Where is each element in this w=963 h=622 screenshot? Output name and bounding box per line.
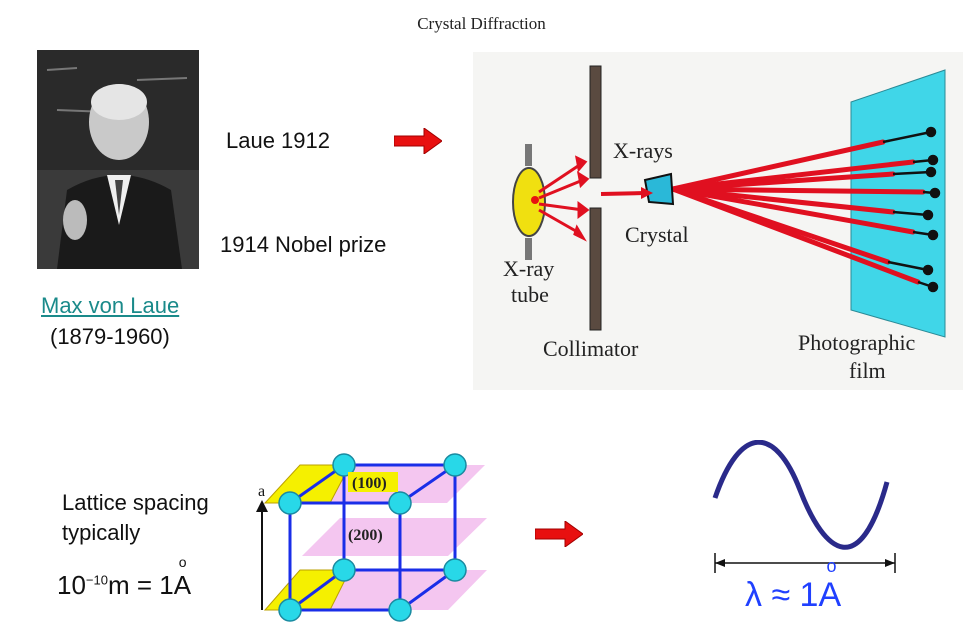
collimator-bottom xyxy=(589,207,602,331)
film-spots xyxy=(882,126,941,293)
lattice-text-line1: Lattice spacing xyxy=(62,490,209,515)
cube-edges xyxy=(285,463,460,612)
collimator-top xyxy=(589,65,602,179)
lattice-text-line2: typically xyxy=(62,520,141,545)
angstrom-letter: A xyxy=(173,570,192,600)
lambda-approx: λ ≈ 1 xyxy=(745,576,819,614)
angstrom-ring: o xyxy=(178,554,187,570)
laue-year-label: Laue 1912 xyxy=(226,128,330,153)
film-label-line2: film xyxy=(849,358,886,383)
nobel-label: 1914 Nobel prize xyxy=(220,232,387,257)
equation-exponent: −10 xyxy=(85,572,108,588)
person-years: (1879-1960) xyxy=(50,324,170,349)
arrow-right-icon xyxy=(394,128,442,154)
person-name-link[interactable]: Max von Laue xyxy=(41,293,180,318)
film-label: Photographic film xyxy=(798,330,921,383)
plane-label-100: (100) xyxy=(352,475,387,492)
laue-apparatus-diagram: X-rays Crystal X-ray tube Collimator Pho… xyxy=(473,52,963,390)
arrow-right-icon xyxy=(535,521,583,547)
diffracted-rays xyxy=(670,139,926,285)
xray-tube xyxy=(512,144,546,260)
crystal-label: Crystal xyxy=(625,222,689,247)
equation-base: 10 xyxy=(57,570,86,600)
lattice-cube-diagram: a (100) (200) xyxy=(256,453,487,622)
portrait-photo xyxy=(37,50,199,269)
xray-tube-label-line1: X-ray xyxy=(503,256,554,281)
photographic-film xyxy=(850,69,946,338)
xray-tube-label: X-ray tube xyxy=(503,256,560,307)
xrays-label: X-rays xyxy=(613,138,673,163)
plane-label-200: (200) xyxy=(348,527,383,544)
page-title: Crystal Diffraction xyxy=(417,14,546,33)
xray-tube-label-line2: tube xyxy=(511,282,549,307)
wave-angstrom-ring: o xyxy=(826,556,837,576)
axis-label-a: a xyxy=(258,483,265,500)
wave-angstrom-letter: A xyxy=(818,576,842,614)
crystal-sample xyxy=(643,172,675,206)
lattice-nodes xyxy=(278,453,467,622)
film-label-line1: Photographic xyxy=(798,330,916,355)
sine-wave xyxy=(712,440,890,550)
equation-unit: m = 1 xyxy=(107,570,174,600)
plane-200-pink xyxy=(302,518,487,556)
collimator-label: Collimator xyxy=(543,336,639,361)
wavelength-diagram xyxy=(712,440,896,573)
